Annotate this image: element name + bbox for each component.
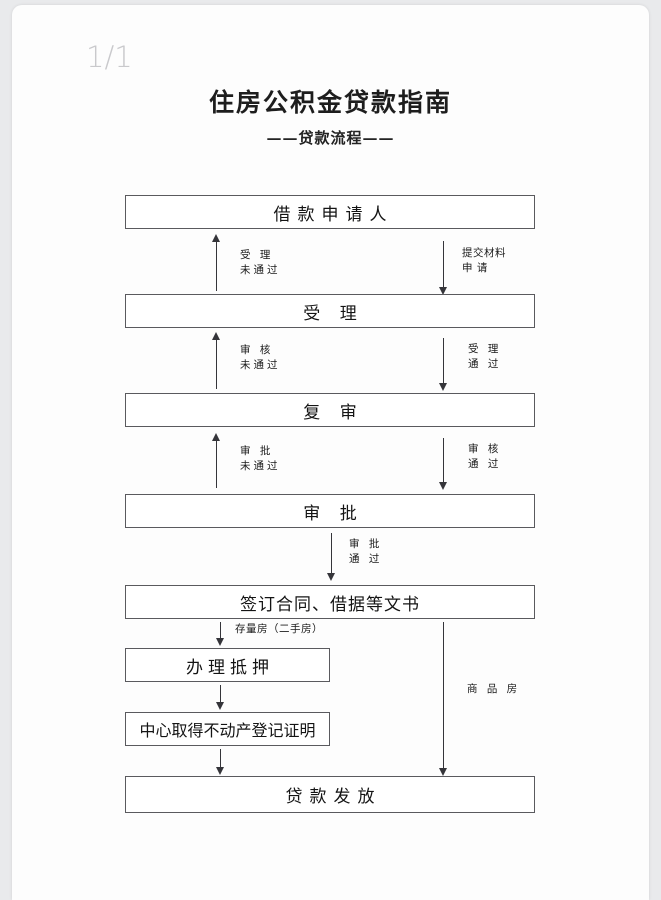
flow-node-certificate: 中心取得不动产登记证明 <box>125 712 330 746</box>
document-page: 1/1 住房公积金贷款指南 ——贷款流程—— 借款申请人 受 理 未通过 提交材… <box>12 5 649 900</box>
flow-node-disburse: 贷款发放 <box>125 776 535 813</box>
edge-label-existing-house-text: 存量房（二手房） <box>235 623 323 635</box>
edge-accept-to-applicant-line <box>216 241 217 291</box>
flow-node-review: 复 审 <box>125 393 535 427</box>
edge-label-review-failed-line2: 未通过 <box>240 359 281 371</box>
edge-label-submit-materials-line2: 申 请 <box>462 262 488 274</box>
flow-node-applicant-label: 借款申请人 <box>273 204 394 225</box>
edge-mortgage-to-certificate-line <box>220 685 221 705</box>
edge-label-commodity-house: 商 品 房 <box>467 683 520 696</box>
edge-accept-to-review-line <box>443 338 444 385</box>
edge-label-existing-house: 存量房（二手房） <box>235 623 323 636</box>
flow-node-disburse-label: 贷款发放 <box>285 787 382 807</box>
flow-node-contract: 签订合同、借据等文书 <box>125 585 535 619</box>
edge-approve-to-contract-arrowhead <box>327 573 335 581</box>
edge-label-review-passed-line1: 审 核 <box>468 443 502 455</box>
loan-process-flowchart: 借款申请人 受 理 未通过 提交材料 申 请 受 理 审 核 未通过 受 <box>12 5 649 900</box>
edge-certificate-to-disburse-line <box>220 749 221 770</box>
edge-accept-to-applicant-arrowhead <box>212 234 220 242</box>
edge-approve-to-review-line <box>216 440 217 488</box>
edge-label-accept-passed: 受 理 通 过 <box>468 342 501 372</box>
edge-applicant-to-accept-line <box>443 241 444 289</box>
edge-label-review-passed: 审 核 通 过 <box>468 442 501 472</box>
edge-review-to-approve-arrowhead <box>439 482 447 490</box>
edge-label-approve-failed-line2: 未通过 <box>240 460 281 472</box>
edge-label-accept-failed: 受 理 未通过 <box>240 248 281 278</box>
edge-applicant-to-accept-arrowhead <box>439 287 447 295</box>
flow-node-contract-label: 签订合同、借据等文书 <box>240 594 420 615</box>
edge-label-approve-passed-center-line1: 审 批 <box>349 538 383 550</box>
edge-mortgage-to-certificate-arrowhead <box>216 702 224 710</box>
edge-contract-to-mortgage-arrowhead <box>216 638 224 646</box>
edge-label-approve-failed: 审 批 未通过 <box>240 444 281 474</box>
edge-label-submit-materials-line1: 提交材料 <box>462 247 506 259</box>
flow-node-accept-label: 受 理 <box>303 303 364 324</box>
edge-contract-to-disburse-line <box>443 622 444 771</box>
edge-accept-to-review-arrowhead <box>439 383 447 391</box>
flow-node-approve-label: 审 批 <box>303 503 364 524</box>
edge-review-to-accept-line <box>216 339 217 389</box>
page-title: 住房公积金贷款指南 <box>208 88 452 117</box>
edge-label-review-failed: 审 核 未通过 <box>240 343 281 373</box>
edge-label-commodity-house-text: 商 品 房 <box>467 683 521 695</box>
edge-label-review-failed-line1: 审 核 <box>240 344 274 356</box>
page-number-watermark: 1/1 <box>86 40 133 74</box>
flow-node-mortgage-label: 办理抵押 <box>186 657 274 678</box>
edge-label-accept-passed-line1: 受 理 <box>468 343 502 355</box>
edge-label-accept-failed-line1: 受 理 <box>240 249 274 261</box>
page-subtitle: ——贷款流程—— <box>266 129 395 147</box>
flow-node-approve: 审 批 <box>125 494 535 528</box>
flow-node-certificate-label: 中心取得不动产登记证明 <box>139 721 316 740</box>
edge-label-approve-passed-center-line2: 通 过 <box>349 553 383 565</box>
edge-review-to-accept-arrowhead <box>212 332 220 340</box>
flow-node-mortgage: 办理抵押 <box>125 648 330 682</box>
edge-approve-to-contract-line <box>331 533 332 575</box>
flow-node-applicant: 借款申请人 <box>125 195 535 229</box>
edge-label-submit-materials: 提交材料 申 请 <box>462 246 506 276</box>
edge-label-approve-passed-center: 审 批 通 过 <box>349 537 382 567</box>
edge-contract-to-mortgage-line <box>220 622 221 642</box>
edge-label-accept-passed-line2: 通 过 <box>468 358 502 370</box>
edge-approve-to-review-arrowhead <box>212 433 220 441</box>
edge-contract-to-disburse-arrowhead <box>439 768 447 776</box>
edge-label-accept-failed-line2: 未通过 <box>240 264 281 276</box>
edge-review-to-approve-line <box>443 438 444 484</box>
edge-label-approve-failed-line1: 审 批 <box>240 445 274 457</box>
edge-label-review-passed-line2: 通 过 <box>468 458 502 470</box>
flow-node-review-label: 复 审 <box>303 402 364 423</box>
edge-certificate-to-disburse-arrowhead <box>216 767 224 775</box>
flow-node-accept: 受 理 <box>125 294 535 328</box>
